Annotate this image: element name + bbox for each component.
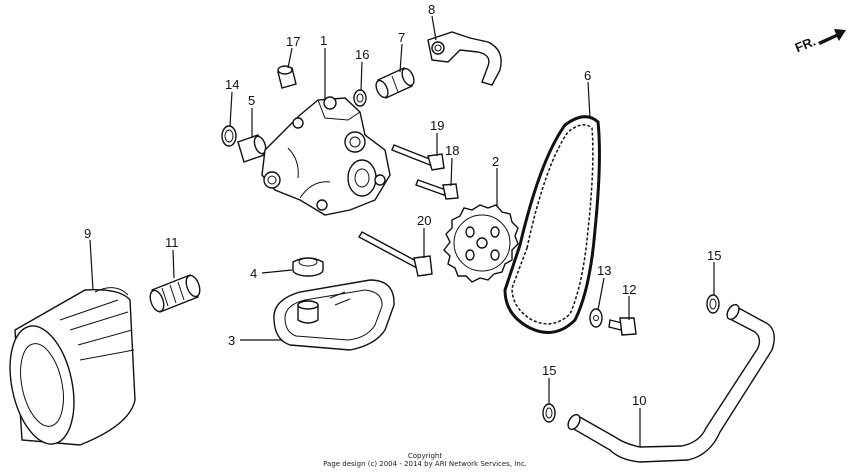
o-ring-15-lower bbox=[542, 403, 556, 423]
callout-18[interactable]: 18 bbox=[445, 143, 459, 158]
drive-chain-6 bbox=[503, 115, 601, 334]
front-direction-indicator: FR. bbox=[793, 29, 846, 55]
dowel-pin-5 bbox=[237, 134, 267, 163]
callout-2[interactable]: 2 bbox=[492, 154, 499, 169]
callout-8[interactable]: 8 bbox=[428, 2, 435, 17]
callout-7[interactable]: 7 bbox=[398, 30, 405, 45]
callout-10[interactable]: 10 bbox=[632, 393, 646, 408]
callout-numbers: 1 2 3 4 5 6 7 8 9 10 11 12 13 14 15 15 1… bbox=[84, 2, 721, 408]
callout-6[interactable]: 6 bbox=[584, 68, 591, 83]
oil-strainer-3 bbox=[273, 279, 395, 351]
oil-pipe-8 bbox=[427, 31, 502, 86]
callout-13[interactable]: 13 bbox=[597, 263, 611, 278]
callout-1[interactable]: 1 bbox=[320, 33, 327, 48]
o-ring-16 bbox=[353, 89, 367, 107]
bolt-18 bbox=[415, 179, 459, 200]
callout-4[interactable]: 4 bbox=[250, 266, 257, 281]
oil-pump-assembly bbox=[261, 96, 391, 216]
copyright-line-1: Copyright bbox=[407, 452, 443, 460]
callout-17[interactable]: 17 bbox=[286, 34, 300, 49]
copyright-line-2: Page design (c) 2004 - 2014 by ARI Netwo… bbox=[323, 460, 527, 468]
dowel-pin-17 bbox=[277, 65, 297, 89]
callout-5[interactable]: 5 bbox=[248, 93, 255, 108]
front-direction-label: FR. bbox=[793, 33, 818, 55]
sprocket-2 bbox=[443, 204, 519, 283]
o-ring-14 bbox=[221, 125, 237, 147]
callout-19[interactable]: 19 bbox=[430, 118, 444, 133]
callout-3[interactable]: 3 bbox=[228, 333, 235, 348]
callout-9[interactable]: 9 bbox=[84, 226, 91, 241]
washer-13 bbox=[589, 308, 603, 328]
callout-12[interactable]: 12 bbox=[622, 282, 636, 297]
bolt-20 bbox=[358, 231, 433, 277]
callout-15-upper[interactable]: 15 bbox=[707, 248, 721, 263]
callout-16[interactable]: 16 bbox=[355, 47, 369, 62]
oil-filter bbox=[9, 287, 136, 446]
bolt-19 bbox=[391, 144, 445, 171]
filter-nipple bbox=[149, 274, 201, 313]
oil-pipe-10 bbox=[567, 303, 775, 463]
callout-14[interactable]: 14 bbox=[225, 77, 239, 92]
callout-15-lower[interactable]: 15 bbox=[542, 363, 556, 378]
o-ring-15-upper bbox=[706, 294, 720, 314]
callout-20[interactable]: 20 bbox=[417, 213, 431, 228]
leader-lines bbox=[89, 15, 715, 447]
front-arrow-icon bbox=[818, 29, 846, 45]
cap-4 bbox=[292, 257, 324, 277]
joint-collar-7 bbox=[375, 67, 415, 99]
callout-11[interactable]: 11 bbox=[165, 235, 179, 250]
bolt-12 bbox=[608, 317, 637, 336]
